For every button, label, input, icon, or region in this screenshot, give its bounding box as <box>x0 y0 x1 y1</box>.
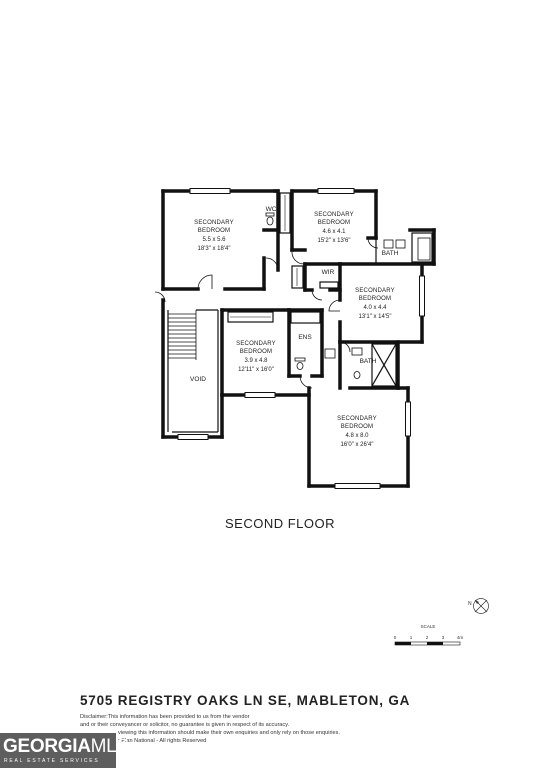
doors <box>154 237 379 389</box>
disclaimer-line: viewing this information should make the… <box>118 730 341 736</box>
disclaimer: Disclaimer:This information has been pro… <box>80 713 410 745</box>
svg-text:13'1" x 14'5": 13'1" x 14'5" <box>359 314 392 320</box>
property-address: 5705 REGISTRY OAKS LN SE, MABLETON, GA <box>80 693 411 708</box>
toilet-icon <box>353 371 361 379</box>
svg-text:SECONDARY: SECONDARY <box>194 220 234 226</box>
scale-tick-1: 1 <box>410 635 413 640</box>
room-label-bedroom-a: SECONDARY BEDROOM 5.5 x 5.6 18'3" x 18'4… <box>194 220 234 252</box>
fixtures <box>265 212 431 379</box>
disclaimer-line: r Plan National - All rights Reserved <box>118 738 207 744</box>
bath-tub-icon <box>417 237 431 261</box>
room-label-bedroom-c: SECONDARY BEDROOM 4.0 x 4.4 13'1" x 14'5… <box>355 288 395 320</box>
svg-text:SECONDARY: SECONDARY <box>236 341 276 347</box>
room-label-bedroom-e: SECONDARY BEDROOM 4.8 x 8.0 16'0" x 26'4… <box>337 416 377 448</box>
svg-text:15'2" x 13'6": 15'2" x 13'6" <box>318 238 351 244</box>
svg-text:BEDROOM: BEDROOM <box>318 220 350 226</box>
georgia-mls-logo: GEORGIAMLS REAL ESTATE SERVICES <box>0 733 129 768</box>
wardrobe-rails <box>230 195 298 318</box>
svg-text:16'0" x 26'4": 16'0" x 26'4" <box>341 442 374 448</box>
room-label-bedroom-b: SECONDARY BEDROOM 4.6 x 4.1 15'2" x 13'6… <box>314 212 354 244</box>
scale-tick-3: 3 <box>442 635 445 640</box>
staircase <box>168 310 197 360</box>
compass-north-label: N <box>468 601 472 607</box>
room-label-void: VOID <box>190 376 206 383</box>
svg-text:BEDROOM: BEDROOM <box>341 424 373 430</box>
toilet-icon <box>266 216 274 226</box>
scale-bar: SCALE 0 1 2 3 4m <box>394 624 464 646</box>
sink-icon <box>324 348 336 359</box>
svg-text:18'3" x 18'4": 18'3" x 18'4" <box>198 246 231 252</box>
room-label-wc: WC <box>266 206 277 213</box>
walls <box>161 189 436 488</box>
svg-text:12'11" x 16'0": 12'11" x 16'0" <box>238 367 274 373</box>
logo-tagline: REAL ESTATE SERVICES <box>4 758 100 764</box>
logo-wordmark-light: MLS <box>90 736 129 757</box>
scale-tick-4: 4m <box>457 635 464 640</box>
room-label-wir: WIR <box>322 269 335 276</box>
disclaimer-line: and or their conveyancer or solicitor, n… <box>80 722 290 728</box>
svg-text:SECONDARY: SECONDARY <box>355 288 395 294</box>
floor-title: SECOND FLOOR <box>224 516 335 531</box>
svg-text:BEDROOM: BEDROOM <box>240 349 272 355</box>
room-label-bedroom-d: SECONDARY BEDROOM 3.9 x 4.8 12'11" x 16'… <box>236 341 276 373</box>
scale-label: SCALE <box>421 624 436 629</box>
svg-text:5.5 x 5.6: 5.5 x 5.6 <box>202 237 226 243</box>
sink-icon <box>351 347 363 356</box>
scale-tick-2: 2 <box>426 635 429 640</box>
svg-text:BEDROOM: BEDROOM <box>359 296 391 302</box>
room-label-bath-upper: BATH <box>382 250 399 257</box>
svg-text:BEDROOM: BEDROOM <box>198 228 230 234</box>
sink-icon <box>395 239 406 249</box>
room-label-bath-lower: BATH <box>360 358 377 365</box>
svg-text:4.8 x 8.0: 4.8 x 8.0 <box>345 433 369 439</box>
scale-tick-0: 0 <box>394 635 397 640</box>
windows <box>177 188 425 489</box>
svg-text:4.0 x 4.4: 4.0 x 4.4 <box>363 305 387 311</box>
room-label-ens: ENS <box>298 334 312 341</box>
toilet-icon <box>296 362 304 370</box>
svg-text:4.6 x 4.1: 4.6 x 4.1 <box>322 229 346 235</box>
sink-icon <box>383 239 394 249</box>
svg-text:3.9 x 4.8: 3.9 x 4.8 <box>244 358 268 364</box>
compass-rose: N <box>468 598 489 614</box>
svg-text:SECONDARY: SECONDARY <box>314 212 354 218</box>
logo-wordmark-bold: GEORGIA <box>3 736 91 757</box>
disclaimer-line: Disclaimer:This information has been pro… <box>80 714 250 720</box>
svg-text:SECONDARY: SECONDARY <box>337 416 377 422</box>
logo-wordmark: GEORGIAMLS <box>3 736 129 758</box>
